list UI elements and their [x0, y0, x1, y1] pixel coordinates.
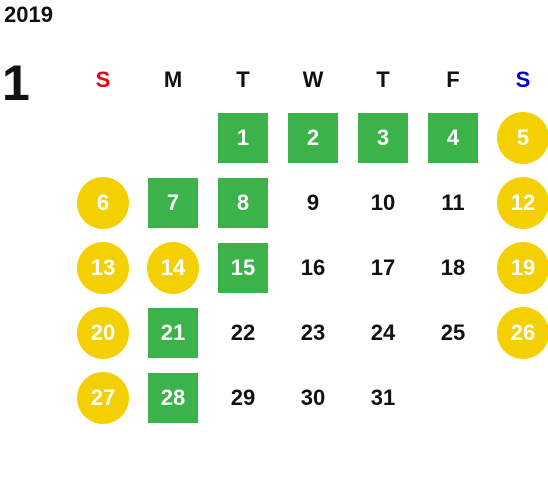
day-cell-28[interactable]: 28 — [148, 372, 198, 423]
day-cell-19[interactable]: 19 — [497, 241, 548, 294]
day-cell-1[interactable]: 1 — [218, 112, 268, 163]
day-cell-7[interactable]: 7 — [148, 177, 198, 228]
day-cell-17[interactable]: 17 — [370, 254, 396, 280]
day-cell-22[interactable]: 22 — [230, 319, 256, 345]
day-cell-18[interactable]: 18 — [440, 254, 466, 280]
day-cell-3[interactable]: 3 — [358, 112, 408, 163]
weekday-monday: M — [163, 67, 183, 92]
day-cell-16[interactable]: 16 — [300, 254, 326, 280]
day-cell-25[interactable]: 25 — [440, 319, 466, 345]
day-cell-5[interactable]: 5 — [497, 111, 548, 164]
day-cell-13[interactable]: 13 — [77, 241, 129, 294]
day-cell-26[interactable]: 26 — [497, 306, 548, 359]
day-cell-empty — [428, 373, 478, 423]
day-cell-9[interactable]: 9 — [306, 189, 320, 215]
weekday-sunday: S — [95, 67, 111, 92]
day-cell-21[interactable]: 21 — [148, 307, 198, 358]
day-cell-4[interactable]: 4 — [428, 112, 478, 163]
calendar-month: 1 — [2, 55, 30, 111]
day-cell-27[interactable]: 27 — [77, 371, 129, 424]
day-cell-10[interactable]: 10 — [370, 189, 396, 215]
day-cell-24[interactable]: 24 — [370, 319, 396, 345]
day-cell-empty — [148, 113, 198, 163]
day-cell-15[interactable]: 15 — [218, 242, 268, 293]
weekday-tuesday: T — [236, 67, 250, 92]
weekday-thursday: T — [376, 67, 390, 92]
day-cell-14[interactable]: 14 — [147, 241, 199, 294]
day-cell-12[interactable]: 12 — [497, 176, 548, 229]
day-cell-6[interactable]: 6 — [77, 176, 129, 229]
day-cell-30[interactable]: 30 — [300, 384, 326, 410]
calendar-year: 2019 — [4, 2, 53, 27]
day-cell-empty — [78, 113, 128, 163]
day-cell-8[interactable]: 8 — [218, 177, 268, 228]
weekday-wednesday: W — [302, 67, 324, 92]
weekday-friday: F — [446, 67, 460, 92]
day-cell-29[interactable]: 29 — [230, 384, 256, 410]
weekday-saturday: S — [515, 67, 531, 92]
day-cell-23[interactable]: 23 — [300, 319, 326, 345]
day-cell-31[interactable]: 31 — [370, 384, 396, 410]
day-cell-empty — [498, 373, 548, 423]
day-cell-20[interactable]: 20 — [77, 306, 129, 359]
day-cell-2[interactable]: 2 — [288, 112, 338, 163]
day-cell-11[interactable]: 11 — [441, 189, 465, 215]
